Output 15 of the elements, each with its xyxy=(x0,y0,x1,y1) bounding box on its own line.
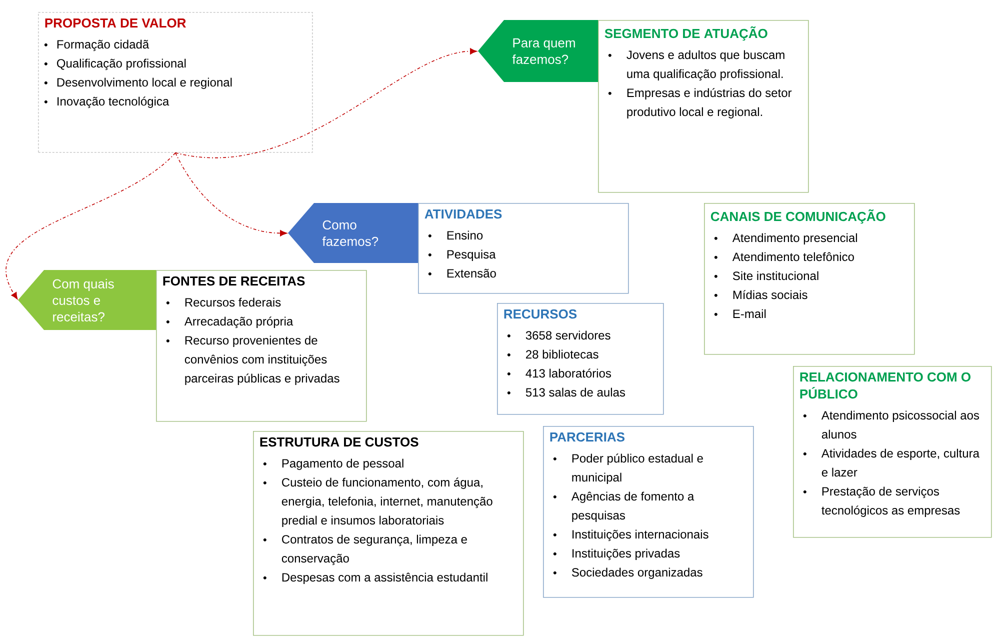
text-box: ATIVIDADES Ensino Pesquisa Extensão xyxy=(418,203,629,294)
text-box: SEGMENTO DE ATUAÇÃO Jovens e adultos que buscam uma qualificação profissional. Empresas e indústrias do setor produtivo local e regional. xyxy=(598,20,809,193)
arrow xyxy=(175,152,287,236)
text-box: RELACIONAMENTO COM O PÚBLICO Atendimento psicossocial aos alunos Atividades de esporte, cultura e lazer Prestação de serviços tecnológicos as empresas xyxy=(793,366,992,538)
chevron-label: Com quais custos e receitas? xyxy=(18,270,156,330)
text-box: RECURSOS 3658 servidores 28 bibliotecas 413 laboratórios 513 salas de aulas xyxy=(497,303,664,415)
text-box: FONTES DE RECEITAS Recursos federais Arrecadação própria Recurso provenientes de convênios com instituições parceiras públicas e privadas xyxy=(156,270,367,422)
chevron-label: Como fazemos? xyxy=(288,203,418,263)
text-box: PARCERIAS Poder público estadual e municipal Agências de fomento a pesquisas Instituições internacionais Instituições privadas Sociedades organizadas xyxy=(543,426,754,598)
text-box: CANAIS DE COMUNICAÇÃO Atendimento presencial Atendimento telefônico Site institucional Mídias sociais E-mail xyxy=(704,203,915,355)
chevron-label: Para quem fazemos? xyxy=(478,20,598,82)
text-box: PROPOSTA DE VALOR Formação cidadã Qualificação profissional Desenvolvimento local e regional Inovação tecnológica xyxy=(38,12,313,153)
text-box: ESTRUTURA DE CUSTOS Pagamento de pessoal Custeio de funcionamento, com água, energia, telefonia, internet, manutenção predial e insumos laboratoriais Contratos de segurança, limpeza e conservação Despesas com a assistência estudantil xyxy=(253,431,524,636)
arrow xyxy=(6,152,176,300)
arrow xyxy=(175,48,477,158)
